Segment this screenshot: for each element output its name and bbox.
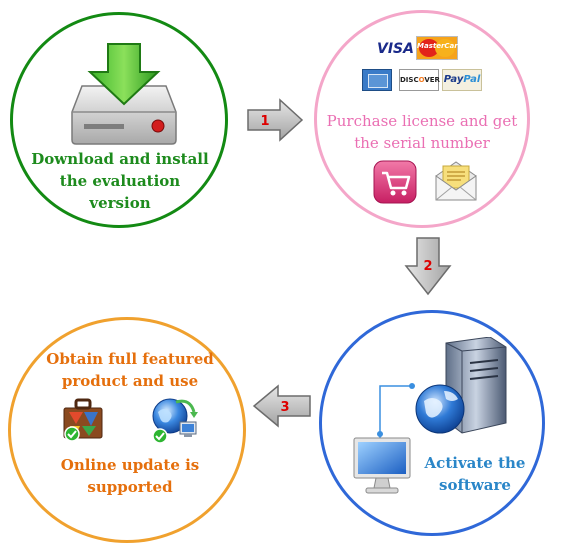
discover-label-o: O [418, 76, 425, 84]
connection-line-icon [377, 383, 415, 438]
discover-label-left: DISC [400, 76, 419, 84]
paypal-label-right: Pal [463, 74, 481, 85]
arrow-3-number: 3 [280, 400, 289, 415]
arrow-2-number: 2 [423, 259, 432, 274]
arrow-2-down: 2 [404, 237, 452, 296]
computer-monitor-icon [353, 437, 411, 494]
shopping-cart-icon [373, 160, 417, 204]
download-drive-icon [71, 43, 177, 145]
globe-network-update-icon [152, 398, 198, 444]
arrow-3-left: 3 [252, 384, 311, 428]
server-globe-icon [415, 337, 507, 434]
mastercard-logo: MasterCard [416, 36, 463, 60]
arrow-1-right: 1 [247, 98, 304, 142]
step-download-label: Download and install the evaluation vers… [31, 150, 209, 212]
american-express-logo [362, 69, 392, 91]
discover-label-right: VER [424, 76, 440, 84]
paypal-logo: PayPal [442, 69, 482, 91]
paypal-label-left: Pay [443, 74, 464, 85]
toolbox-icon [63, 398, 103, 442]
email-envelope-icon [435, 161, 477, 201]
discover-logo: DISCOVER [399, 69, 440, 91]
step-obtain-circle [8, 317, 246, 543]
visa-logo: VISA [377, 41, 414, 57]
arrow-1-number: 1 [260, 114, 269, 129]
mastercard-label: MasterCard [417, 42, 463, 50]
step-activate-label: Activate the software [424, 454, 526, 494]
step-obtain-label: Obtain full featured product and use [46, 350, 214, 390]
step-online-update-label: Online update is supported [60, 456, 200, 496]
step-purchase-label: Purchase license and get the serial numb… [326, 112, 518, 152]
